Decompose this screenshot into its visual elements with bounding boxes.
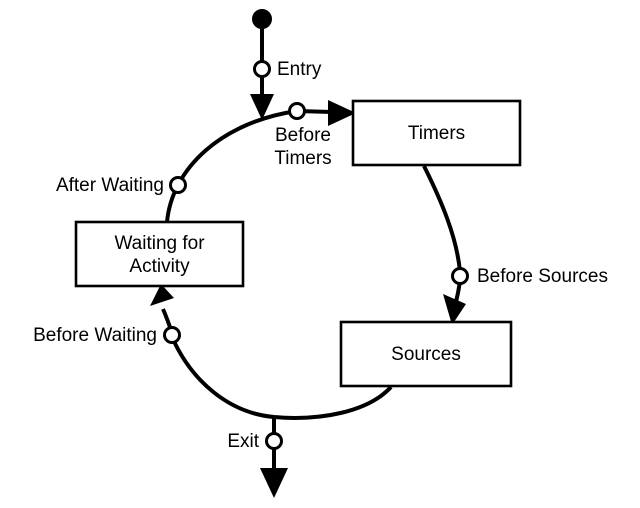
arrowhead-exit-icon bbox=[260, 468, 288, 498]
node-waiting-for-activity-box[interactable] bbox=[74, 220, 245, 288]
node-sources-label: Sources bbox=[391, 344, 461, 365]
port-after-waiting-icon[interactable] bbox=[169, 176, 187, 194]
arrowhead-waiting-icon bbox=[150, 284, 174, 306]
edge-cycle-top-left bbox=[165, 109, 298, 223]
port-before-timers-icon[interactable] bbox=[288, 102, 306, 120]
port-exit-icon[interactable] bbox=[265, 432, 283, 450]
port-before-timers-label-line1: Before bbox=[275, 125, 331, 146]
node-timers-box[interactable] bbox=[351, 99, 522, 167]
port-before-sources-label: Before Sources bbox=[477, 266, 608, 287]
port-exit-label: Exit bbox=[227, 431, 259, 452]
port-before-waiting-label: Before Waiting bbox=[33, 325, 157, 346]
port-entry-icon[interactable] bbox=[253, 60, 271, 78]
node-sources-box[interactable] bbox=[339, 320, 513, 388]
port-before-sources-icon[interactable] bbox=[451, 267, 469, 285]
node-waiting-for-activity-label-line1: Waiting for bbox=[114, 233, 205, 254]
arrowhead-sources-icon bbox=[443, 294, 466, 325]
port-before-waiting-icon[interactable] bbox=[163, 326, 181, 344]
node-timers[interactable]: Timers bbox=[351, 99, 522, 167]
node-waiting-for-activity[interactable]: Waiting for Activity bbox=[74, 220, 245, 288]
node-waiting-for-activity-label-line2: Activity bbox=[129, 256, 190, 277]
arrowhead-timers-icon bbox=[328, 100, 356, 126]
edge-sources-to-exit-junction bbox=[273, 385, 393, 420]
node-timers-label: Timers bbox=[408, 123, 465, 144]
start-dot-icon bbox=[252, 9, 272, 29]
port-after-waiting-label: After Waiting bbox=[56, 175, 164, 196]
port-entry-label: Entry bbox=[277, 59, 322, 80]
edge-timers-to-before-sources bbox=[422, 165, 462, 273]
edge-exit-junction-to-before-waiting bbox=[170, 336, 275, 419]
arrowhead-entry-icon bbox=[250, 94, 274, 120]
port-before-timers-label-line2: Timers bbox=[274, 148, 331, 169]
node-sources[interactable]: Sources bbox=[339, 320, 513, 388]
